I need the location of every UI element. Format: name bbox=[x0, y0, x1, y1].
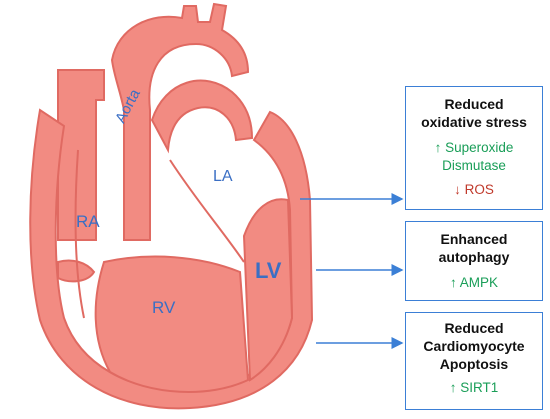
aortic-arch bbox=[110, 2, 250, 241]
ros-item: ↓ ROS bbox=[454, 182, 494, 197]
vena-cava bbox=[57, 69, 105, 241]
box-title: Enhanced autophagy bbox=[438, 231, 510, 265]
la-label: LA bbox=[213, 168, 233, 185]
septum-highlight bbox=[57, 259, 96, 283]
box-title: Reduced Cardiomyocyte Apoptosis bbox=[423, 320, 525, 372]
left-ventricle bbox=[242, 198, 294, 382]
septum-line bbox=[169, 159, 245, 263]
oxidative-stress-box: Reduced oxidative stress ↑ Superoxide Di… bbox=[405, 86, 543, 210]
heart-outer-wall bbox=[29, 108, 314, 410]
inner-wall-line bbox=[74, 149, 85, 319]
heart-illustration bbox=[29, 2, 314, 410]
superoxide-dismutase-item: ↑ Superoxide Dismutase bbox=[434, 140, 514, 173]
lv-label: LV bbox=[255, 258, 282, 283]
ra-label: RA bbox=[76, 212, 100, 231]
right-ventricle bbox=[94, 255, 250, 393]
pulmonary-artery bbox=[150, 79, 254, 154]
autophagy-box: Enhanced autophagy ↑ AMPK bbox=[405, 221, 543, 301]
apoptosis-box: Reduced Cardiomyocyte Apoptosis ↑ SIRT1 bbox=[405, 312, 543, 410]
rv-label: RV bbox=[152, 298, 176, 317]
sirt1-item: ↑ SIRT1 bbox=[449, 380, 499, 395]
ampk-item: ↑ AMPK bbox=[449, 275, 498, 290]
box-title: Reduced oxidative stress bbox=[421, 96, 527, 130]
